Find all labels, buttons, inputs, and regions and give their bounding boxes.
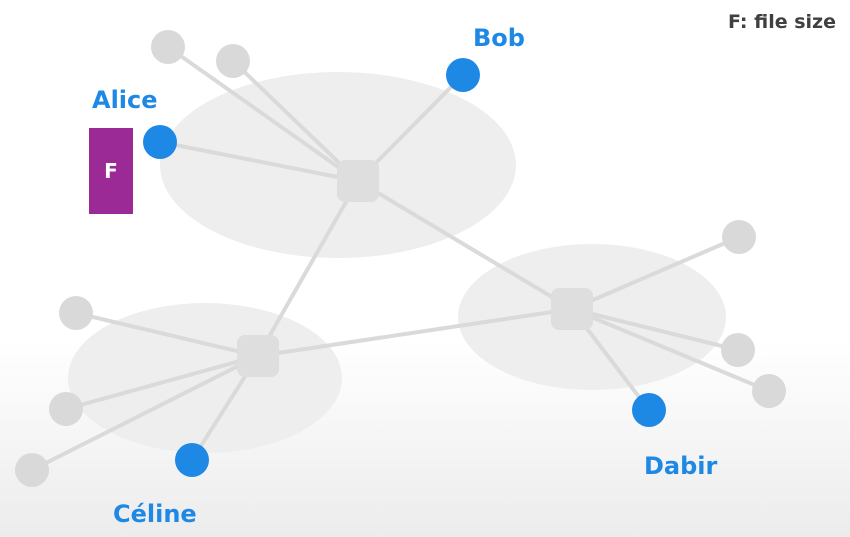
user-node-alice: [143, 125, 177, 159]
label-celine: Céline: [113, 500, 197, 528]
link: [570, 235, 741, 311]
user-node-dabir: [632, 393, 666, 427]
peer-node: [49, 392, 83, 426]
label-bob: Bob: [473, 24, 525, 52]
user-node-bob: [446, 58, 480, 92]
peer-node: [15, 453, 49, 487]
user-nodes: [143, 58, 666, 477]
label-dabir: Dabir: [644, 452, 718, 480]
user-node-celine: [175, 443, 209, 477]
link: [30, 354, 260, 472]
link: [570, 307, 740, 352]
hub-top: [337, 160, 379, 202]
peer-node: [151, 30, 185, 64]
peer-node: [216, 44, 250, 78]
link: [231, 59, 360, 183]
peer-node: [59, 296, 93, 330]
link: [570, 307, 771, 393]
peer-nodes: [15, 30, 786, 487]
links: [30, 45, 771, 472]
file-block: F: [89, 128, 133, 214]
hub-left: [237, 335, 279, 377]
link: [64, 354, 260, 411]
hub-right: [551, 288, 593, 330]
link: [356, 179, 574, 311]
peer-node: [722, 220, 756, 254]
file-label: F: [104, 159, 118, 183]
link: [166, 45, 360, 183]
label-alice: Alice: [92, 86, 158, 114]
peer-node: [752, 374, 786, 408]
link: [158, 140, 360, 183]
legend-text: F: file size: [727, 11, 836, 33]
link: [256, 307, 574, 358]
peer-node: [721, 333, 755, 367]
link: [256, 179, 360, 358]
link: [74, 311, 260, 358]
